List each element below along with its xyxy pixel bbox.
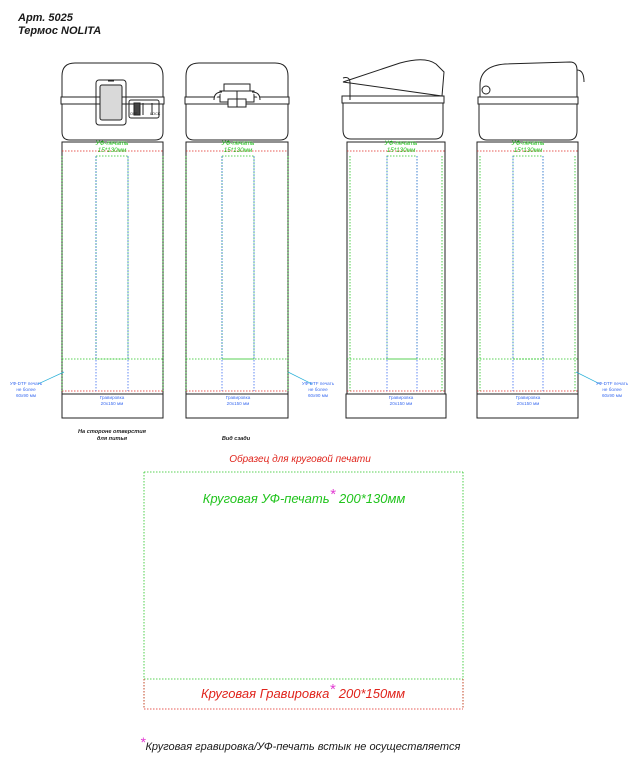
uv-print-size-3: 15*130мм	[387, 147, 416, 154]
engraving-size-2: 20х150 мм	[227, 401, 250, 406]
lid	[61, 62, 164, 98]
thermos-view-side-open	[341, 59, 447, 419]
engraving-label-1: Гравировка	[100, 395, 125, 400]
print-zones-view-side-closed	[477, 150, 578, 392]
footnote-asterisk: *	[140, 734, 146, 750]
lock-slider-icon	[128, 99, 160, 119]
uv-print-label-3: УФ-печать	[384, 140, 418, 147]
lock-off-label: OFF	[130, 112, 138, 116]
engraving-size-4: 20х150 мм	[517, 401, 540, 406]
sample-uv-asterisk: *	[330, 486, 337, 503]
uv-dtf-line1-c: УФ-DTF печать	[596, 381, 629, 386]
sample-engraving-asterisk: *	[329, 681, 336, 698]
uv-dtf-pointer-1	[37, 371, 65, 385]
sample-uv-line: Круговая УФ-печать* 200*130мм	[203, 486, 406, 506]
footnote: *Круговая гравировка/УФ-печать встык не …	[140, 734, 460, 753]
sample-engraving-size: 200*150мм	[335, 686, 405, 701]
engraving-size-3: 20х150 мм	[390, 401, 413, 406]
print-zones-view-side-open	[347, 150, 445, 392]
base	[61, 393, 164, 419]
uv-print-size-4: 15*130мм	[514, 147, 543, 154]
uv-print-size-2: 15*130мм	[224, 147, 253, 154]
lock-on-label: LOCK	[150, 112, 161, 116]
uv-dtf-line3-b: 60х90 мм	[308, 393, 328, 398]
thermos-view-back	[184, 62, 290, 419]
wrap-sample-area	[143, 471, 464, 710]
lock-button-icon	[95, 79, 127, 126]
sample-uv-size: 200*130мм	[335, 491, 405, 506]
engraving-label-2: Гравировка	[226, 395, 251, 400]
latch-icon	[481, 85, 491, 95]
print-zones-view-front	[61, 150, 164, 392]
sample-title: Образец для круговой печати	[229, 453, 371, 465]
thermos-view-front	[60, 62, 165, 419]
uv-print-size-1: 15*130мм	[98, 147, 127, 154]
uv-dtf-pointer-3	[575, 371, 601, 385]
sample-engraving-line: Круговая Гравировка* 200*150мм	[201, 681, 405, 701]
uv-print-label-2: УФ-печать	[221, 140, 255, 147]
article-number: Арт. 5025	[18, 12, 73, 24]
print-zones-view-back	[185, 150, 289, 392]
uv-dtf-line1-a: УФ-DTF печать	[10, 381, 43, 386]
uv-dtf-line2-b: не более	[308, 387, 328, 392]
sample-engraving-text: Круговая Гравировка	[201, 686, 329, 701]
collar	[61, 103, 164, 141]
uv-dtf-line3-a: 60х90 мм	[16, 393, 36, 398]
caption-front-line2: для питья	[97, 436, 128, 442]
uv-dtf-line3-c: 60х90 мм	[602, 393, 622, 398]
uv-dtf-line1-b: УФ-DTF печать	[302, 381, 335, 386]
engraving-label-3: Гравировка	[389, 395, 414, 400]
thermos-view-side-closed	[476, 61, 585, 419]
engraving-size-1: 20х150 мм	[101, 401, 124, 406]
caption-back: Вид сзади	[222, 436, 251, 442]
footnote-text: Круговая гравировка/УФ-печать встык не о…	[145, 741, 460, 753]
uv-print-label-4: УФ-печать	[511, 140, 545, 147]
hinge-icon	[213, 83, 261, 108]
open-lid	[342, 59, 445, 97]
uv-dtf-line2-a: не более	[16, 387, 36, 392]
caption-front-line1: На стороне отверстия	[78, 429, 147, 435]
uv-dtf-pointer-2	[287, 371, 313, 385]
body	[61, 141, 164, 395]
product-title: Термос NOLITA	[18, 25, 102, 37]
uv-print-label-1: УФ-печать	[95, 140, 129, 147]
engraving-label-4: Гравировка	[516, 395, 541, 400]
sample-uv-text: Круговая УФ-печать	[203, 491, 330, 506]
uv-dtf-line2-c: не более	[602, 387, 622, 392]
